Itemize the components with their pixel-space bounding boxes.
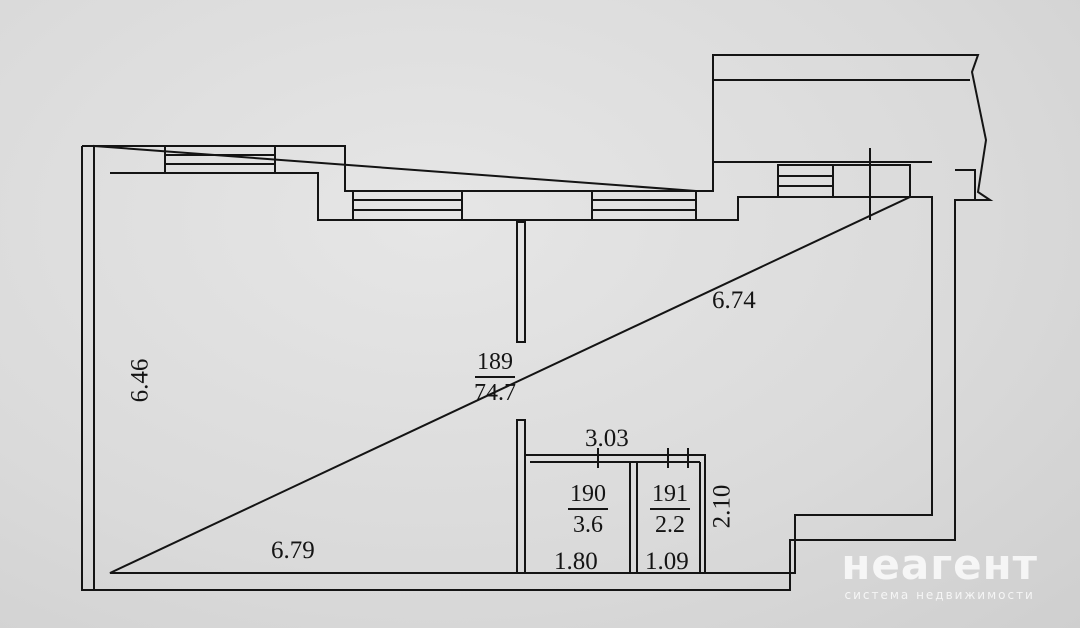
outer-wall-left <box>81 146 94 591</box>
dim-utility-width: 3.03 <box>585 425 629 452</box>
partition-bottom <box>516 419 526 574</box>
dim-room-191-width: 1.09 <box>645 548 689 575</box>
riser <box>955 169 976 200</box>
room-191-label: 191 2.2 <box>640 482 700 537</box>
outer-wall <box>82 54 994 591</box>
window-1 <box>164 145 276 174</box>
room-189-number: 189 <box>475 350 515 378</box>
window-2 <box>352 190 463 221</box>
dim-top-right-width: 6.74 <box>712 287 756 314</box>
watermark-brand: неагент <box>841 540 1038 589</box>
window-4 <box>777 164 834 198</box>
room-190-number: 190 <box>568 482 608 510</box>
window-3 <box>591 190 697 221</box>
dim-room-190-width: 1.80 <box>554 548 598 575</box>
watermark: неагент система недвижимости <box>841 540 1038 603</box>
room-191-number: 191 <box>650 482 690 510</box>
room-190-area: 3.6 <box>573 512 603 538</box>
dim-left-height: 6.46 <box>126 358 154 403</box>
entrance-opening <box>832 164 911 198</box>
room-189-label: 189 74.7 <box>455 350 535 405</box>
partition-top <box>516 221 526 343</box>
annex-wall <box>712 55 970 163</box>
room-191-area: 2.2 <box>655 512 685 538</box>
room-190-label: 190 3.6 <box>558 482 618 537</box>
inner-wall <box>109 172 933 574</box>
dim-utility-height: 2.10 <box>708 484 736 529</box>
watermark-tagline: система недвижимости <box>844 588 1035 602</box>
room-189-area: 74.7 <box>474 380 516 406</box>
dim-bottom-width: 6.79 <box>271 537 315 564</box>
utility-block <box>524 454 706 574</box>
